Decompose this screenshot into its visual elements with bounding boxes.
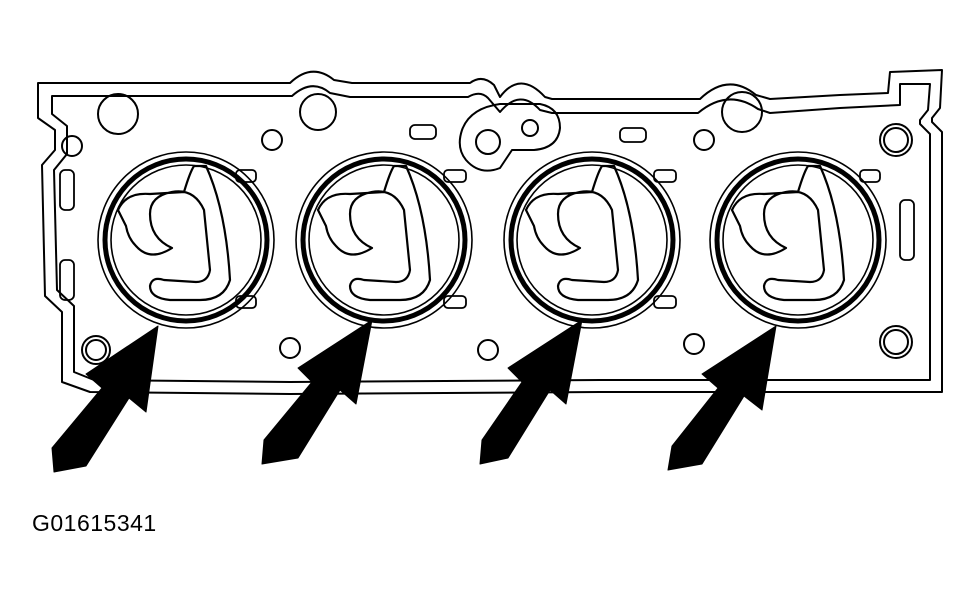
cylinder-2 — [295, 151, 473, 329]
bore-ring-outer — [97, 151, 275, 329]
coolant-slot — [653, 295, 677, 309]
bore-ring-fire — [508, 156, 676, 324]
coolant-slot — [859, 169, 881, 183]
figure-code: G01615341 — [32, 510, 157, 536]
cylinder-4 — [709, 151, 887, 329]
coolant-slot — [653, 169, 677, 183]
cylinder-3 — [503, 151, 681, 329]
bolt-hole — [879, 123, 913, 157]
bolt-holes — [61, 91, 913, 365]
bolt-hole — [883, 127, 909, 153]
bore-ring-inner — [722, 164, 874, 316]
bore-ring-inner — [110, 164, 262, 316]
oil-passage — [683, 333, 705, 355]
bore-ring-fire — [300, 156, 468, 324]
coolant-slot — [235, 295, 257, 309]
coolant-slot — [235, 169, 257, 183]
oil-passage — [477, 339, 499, 361]
coolant-slots — [59, 124, 915, 309]
bore-ring-inner — [516, 164, 668, 316]
bore-ring-outer — [295, 151, 473, 329]
coolant-slot — [443, 295, 467, 309]
coolant-slot — [443, 169, 467, 183]
bolt-hole — [299, 93, 337, 131]
bore-ring-outer — [709, 151, 887, 329]
water-passage — [261, 129, 283, 151]
coolant-slot — [59, 259, 75, 301]
oil-feed-hole — [521, 119, 539, 137]
arrow-cylinder-3 — [479, 319, 583, 465]
water-passage — [61, 135, 83, 157]
arrow-cylinder-1 — [51, 325, 159, 473]
bore-ring-fire — [102, 156, 270, 324]
bore-ring-inner — [308, 164, 460, 316]
bolt-hole — [97, 93, 139, 135]
dowel-hole — [475, 129, 501, 155]
combustion-chamber-shape — [730, 164, 846, 302]
gasket-inner-edge — [51, 83, 931, 383]
oil-passage — [279, 337, 301, 359]
bore-ring-fire — [714, 156, 882, 324]
bolt-hole — [85, 339, 107, 361]
combustion-chamber-shape — [316, 164, 432, 302]
arrow-cylinder-2 — [261, 319, 373, 465]
gasket-body — [37, 69, 943, 395]
bore-ring-outer — [503, 151, 681, 329]
coolant-slot — [409, 124, 437, 140]
coolant-slot — [59, 169, 75, 211]
oil-feed-outline — [458, 103, 561, 172]
coolant-slot — [899, 199, 915, 261]
gasket-outer-edge — [37, 69, 943, 395]
coolant-slot — [619, 127, 647, 143]
water-passage — [693, 129, 715, 151]
bolt-hole — [721, 91, 763, 133]
combustion-chamber-shape — [524, 164, 640, 302]
arrow-cylinder-4 — [667, 325, 777, 471]
combustion-chamber-shape — [116, 164, 232, 302]
bolt-hole — [81, 335, 111, 365]
bolt-hole — [879, 325, 913, 359]
oil-feed-boss — [458, 103, 561, 172]
bolt-hole — [883, 329, 909, 355]
cylinder-1 — [97, 151, 275, 329]
arrows — [51, 319, 777, 473]
